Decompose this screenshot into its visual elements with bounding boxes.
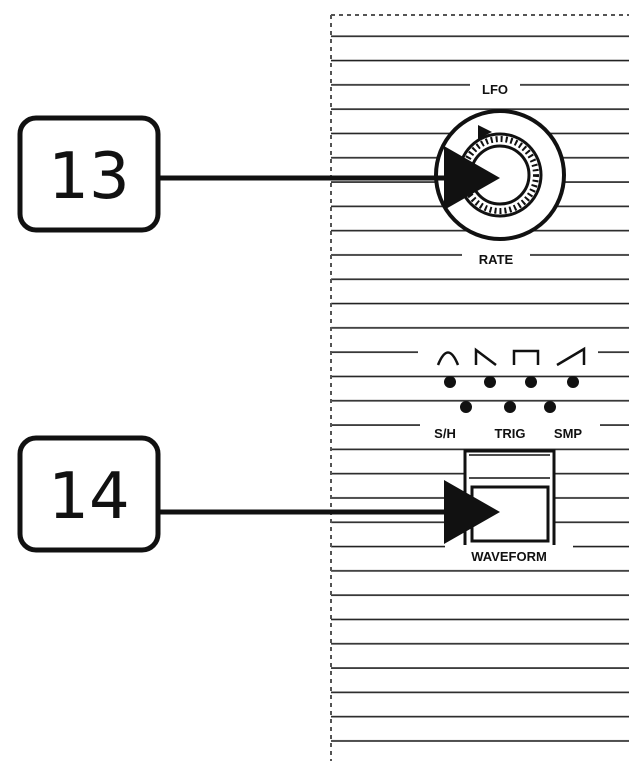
sawtooth-up-wave-icon [556, 346, 586, 367]
arrow-right-icon [444, 480, 500, 544]
mode-label-smp: SMP [554, 426, 583, 441]
square-wave-icon [512, 349, 540, 365]
triangle-wave-icon [436, 351, 460, 366]
led-trig [504, 401, 516, 413]
led-sawtooth-down [484, 376, 496, 388]
led-triangle [444, 376, 456, 388]
arrow-right-icon [444, 146, 500, 210]
callout-14: 14 [17, 435, 500, 553]
callout-number-14: 14 [48, 460, 129, 534]
callout-13: 13 [17, 115, 500, 233]
waveform-icons [418, 344, 598, 370]
led-sh [460, 401, 472, 413]
knob-pointer-icon [478, 125, 492, 139]
mode-label-sh: S/H [434, 426, 456, 441]
led-smp [544, 401, 556, 413]
waveform-button-label: WAVEFORM [471, 549, 547, 564]
sawtooth-down-wave-icon [474, 347, 497, 366]
waveform-button[interactable] [463, 449, 556, 549]
led-square [525, 376, 537, 388]
rate-knob[interactable] [434, 109, 566, 241]
rate-knob-label: RATE [479, 252, 514, 267]
led-sawtooth-up [567, 376, 579, 388]
callout-number-13: 13 [48, 140, 129, 214]
waveform-leds [444, 376, 579, 413]
mode-label-trig: TRIG [494, 426, 525, 441]
lfo-section-label: LFO [482, 82, 508, 97]
